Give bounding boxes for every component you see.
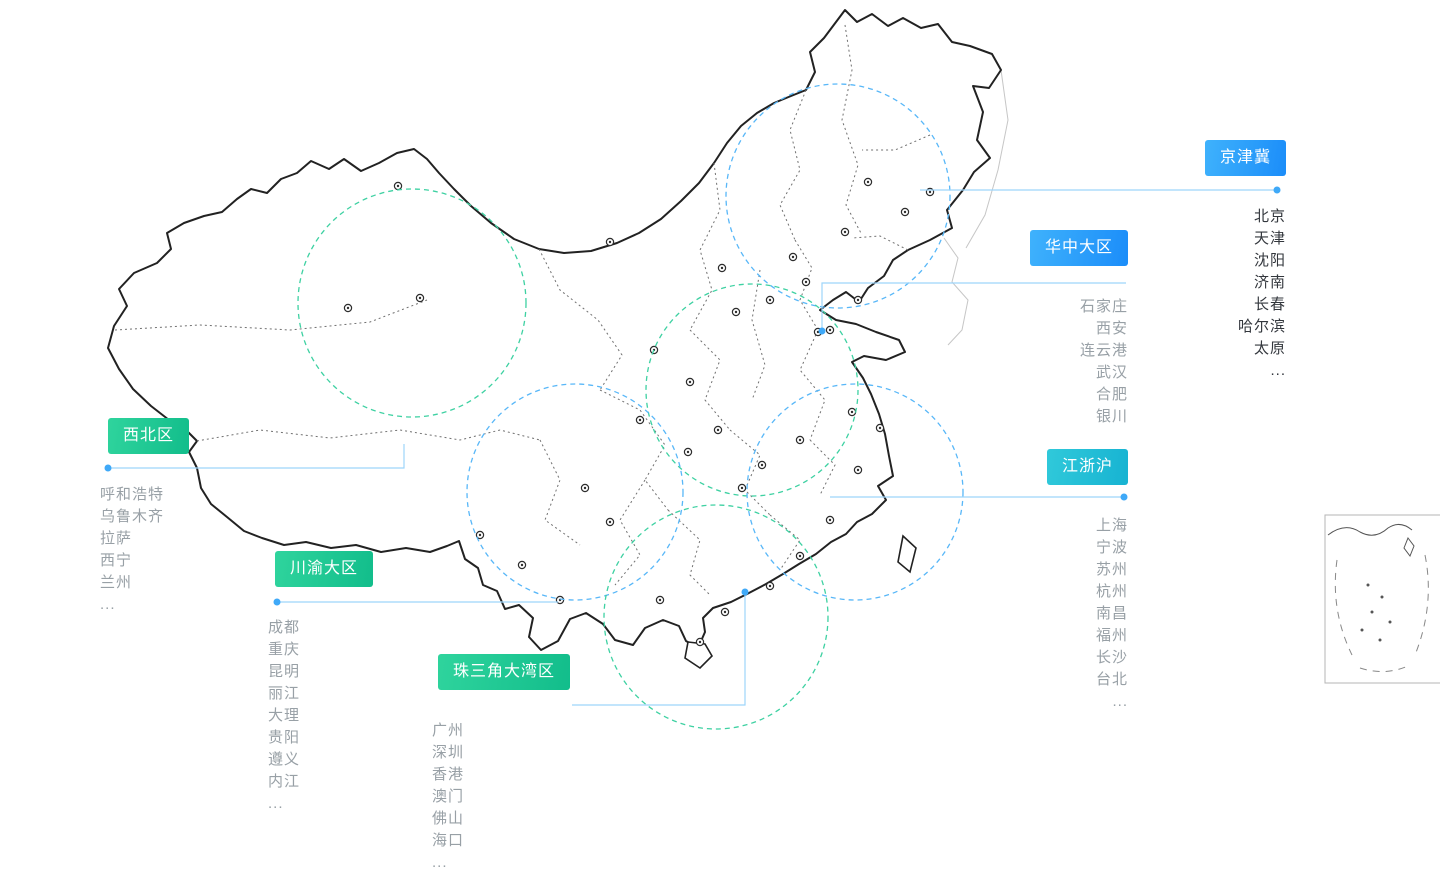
city-item: 兰州 bbox=[100, 574, 133, 591]
region-zhusanjiao: 珠三角大湾区 广州深圳香港澳门佛山海口... bbox=[432, 654, 571, 874]
city-item: 重庆 bbox=[268, 641, 301, 658]
city-item: 广州 bbox=[432, 722, 465, 739]
city-list-jiangzhehu: 上海宁波苏州杭州南昌福州长沙台北... bbox=[1047, 515, 1128, 713]
city-item: 苏州 bbox=[1095, 561, 1128, 578]
region-huazhong: 华中大区 石家庄西安连云港武汉合肥银川 bbox=[1029, 230, 1128, 428]
connector-chuanyu bbox=[273, 598, 558, 606]
city-item: ... bbox=[1112, 693, 1128, 710]
city-item: 武汉 bbox=[1095, 364, 1128, 381]
city-item: 连云港 bbox=[1079, 342, 1128, 359]
city-item: ... bbox=[432, 854, 448, 871]
city-item: 石家庄 bbox=[1079, 298, 1128, 315]
region-circle-jingjinji bbox=[725, 83, 951, 309]
city-item: 拉萨 bbox=[100, 530, 133, 547]
city-item: 西安 bbox=[1095, 320, 1128, 337]
city-item: 深圳 bbox=[432, 744, 465, 761]
city-item: 贵阳 bbox=[268, 729, 301, 746]
city-item: 银川 bbox=[1095, 408, 1128, 425]
city-item: 香港 bbox=[432, 766, 465, 783]
city-list-jingjinji: 北京天津沈阳济南长春哈尔滨太原... bbox=[1205, 206, 1286, 382]
city-item: 大理 bbox=[268, 707, 301, 724]
connector-jingjinji bbox=[920, 186, 1281, 194]
connector-jiangzhehu bbox=[830, 493, 1128, 501]
city-item: 哈尔滨 bbox=[1237, 318, 1286, 335]
city-item: 乌鲁木齐 bbox=[100, 508, 165, 525]
city-item: 太原 bbox=[1253, 340, 1286, 357]
city-item: 丽江 bbox=[268, 685, 301, 702]
china-outline bbox=[107, 9, 1002, 651]
south-china-sea-inset bbox=[1324, 514, 1440, 684]
city-item: 成都 bbox=[268, 619, 301, 636]
region-circle-jiangzhehu bbox=[746, 383, 964, 601]
region-jingjinji: 京津冀 北京天津沈阳济南长春哈尔滨太原... bbox=[1204, 140, 1286, 382]
city-item: 上海 bbox=[1095, 517, 1128, 534]
city-list-huazhong: 石家庄西安连云港武汉合肥银川 bbox=[1030, 296, 1128, 428]
region-badge-xibei[interactable]: 西北区 bbox=[108, 418, 190, 454]
region-badge-jiangzhehu[interactable]: 江浙沪 bbox=[1046, 449, 1128, 485]
city-item: 长春 bbox=[1253, 296, 1286, 313]
city-item: 长沙 bbox=[1095, 649, 1128, 666]
city-item: 沈阳 bbox=[1253, 252, 1286, 269]
region-badge-zhusanjiao[interactable]: 珠三角大湾区 bbox=[438, 654, 571, 690]
city-item: 台北 bbox=[1095, 671, 1128, 688]
region-badge-chuanyu[interactable]: 川渝大区 bbox=[275, 551, 374, 587]
city-item: 海口 bbox=[432, 832, 465, 849]
region-badge-jingjinji[interactable]: 京津冀 bbox=[1204, 140, 1286, 176]
city-item: 呼和浩特 bbox=[100, 486, 165, 503]
city-list-zhusanjiao: 广州深圳香港澳门佛山海口... bbox=[432, 720, 570, 874]
region-badge-huazhong[interactable]: 华中大区 bbox=[1029, 230, 1128, 266]
connector-huazhong bbox=[818, 282, 1126, 335]
region-chuanyu: 川渝大区 成都重庆昆明丽江大理贵阳遵义内江... bbox=[268, 551, 374, 815]
connector-zhusanjiao bbox=[572, 588, 749, 706]
city-item: 福州 bbox=[1095, 627, 1128, 644]
city-item: ... bbox=[1270, 362, 1286, 379]
connector-xibei bbox=[104, 444, 405, 472]
city-item: 天津 bbox=[1253, 230, 1286, 247]
region-circle-zhusanjiao bbox=[603, 504, 829, 730]
city-list-xibei: 呼和浩特乌鲁木齐拉萨西宁兰州... bbox=[100, 484, 189, 616]
region-xibei: 西北区 呼和浩特乌鲁木齐拉萨西宁兰州... bbox=[100, 418, 190, 616]
region-circle-chuanyu bbox=[466, 383, 684, 601]
city-item: 遵义 bbox=[268, 751, 301, 768]
city-item: ... bbox=[268, 795, 284, 812]
city-item: 南昌 bbox=[1095, 605, 1128, 622]
city-item: 内江 bbox=[268, 773, 301, 790]
province-borders bbox=[114, 24, 931, 596]
city-item: 济南 bbox=[1253, 274, 1286, 291]
region-jiangzhehu: 江浙沪 上海宁波苏州杭州南昌福州长沙台北... bbox=[1046, 449, 1128, 713]
neighbor-coastline bbox=[943, 69, 1009, 346]
city-item: 澳门 bbox=[432, 788, 465, 805]
city-list-chuanyu: 成都重庆昆明丽江大理贵阳遵义内江... bbox=[268, 617, 373, 815]
city-item: 佛山 bbox=[432, 810, 465, 827]
city-item: 杭州 bbox=[1095, 583, 1128, 600]
region-circle-huazhong bbox=[645, 283, 859, 497]
city-item: 西宁 bbox=[100, 552, 133, 569]
region-circle-xibei bbox=[297, 188, 527, 418]
city-item: ... bbox=[100, 596, 116, 613]
city-item: 宁波 bbox=[1095, 539, 1128, 556]
taiwan-island bbox=[897, 534, 917, 574]
city-item: 合肥 bbox=[1095, 386, 1128, 403]
city-item: 昆明 bbox=[268, 663, 301, 680]
city-item: 北京 bbox=[1253, 208, 1286, 225]
